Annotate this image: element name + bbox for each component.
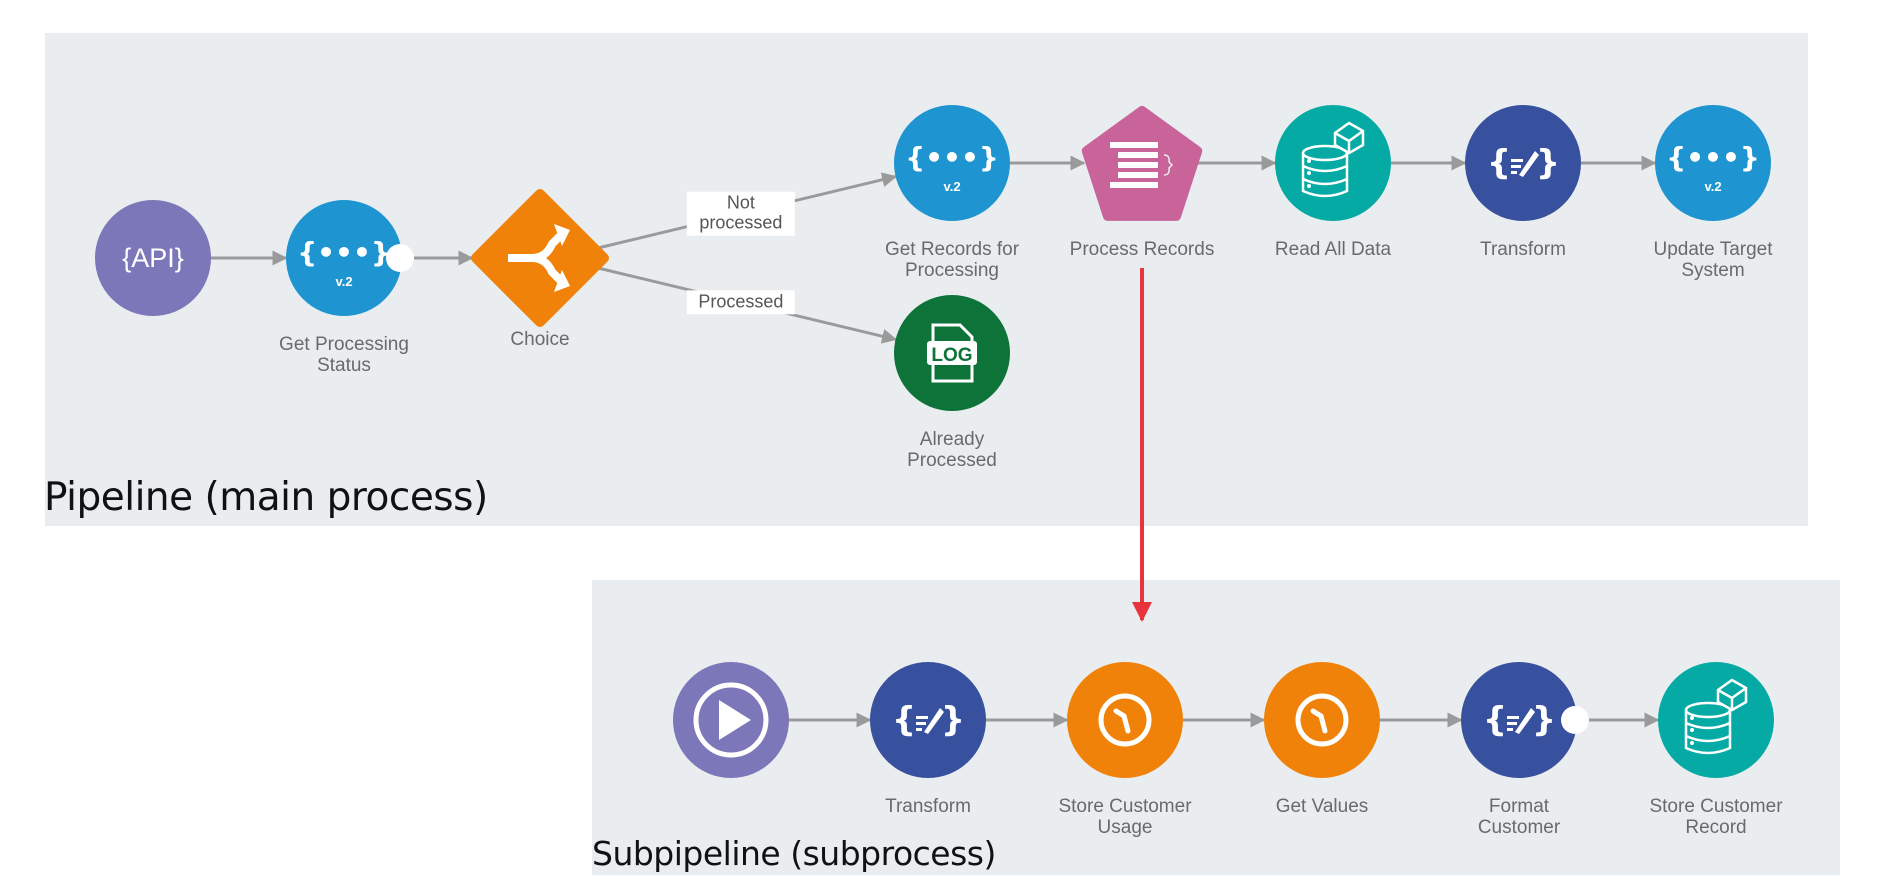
database-icon bbox=[1684, 678, 1748, 755]
edge-label: processed bbox=[699, 213, 782, 233]
node-label: Get Records for bbox=[885, 239, 1020, 260]
node-store-record[interactable] bbox=[1658, 662, 1774, 778]
node-label: Record bbox=[1685, 817, 1746, 838]
node-already-processed[interactable]: LOG bbox=[894, 295, 1010, 411]
mapper-icon: {} bbox=[1487, 143, 1560, 183]
node-label: Processed bbox=[907, 450, 997, 471]
read-all-data-shape[interactable] bbox=[1275, 105, 1391, 221]
update-target-shape[interactable] bbox=[1655, 105, 1771, 221]
subpipeline-title: Subpipeline (subprocess) bbox=[592, 834, 996, 873]
svg-text:}: } bbox=[1532, 700, 1556, 740]
node-label: Processing bbox=[905, 260, 999, 281]
store-record-shape[interactable] bbox=[1658, 662, 1774, 778]
svg-text:v.2: v.2 bbox=[943, 179, 960, 194]
rest-snap-icon: {•••} v.2 bbox=[1666, 141, 1760, 194]
rest-snap-icon: {•••} v.2 bbox=[297, 236, 391, 289]
edge-label-box bbox=[686, 290, 795, 315]
branch-icon bbox=[508, 224, 570, 292]
node-read-all-data[interactable] bbox=[1275, 105, 1391, 221]
node-label: Process Records bbox=[1070, 239, 1215, 260]
node-label: System bbox=[1681, 260, 1744, 281]
node-api[interactable]: {API} bbox=[95, 200, 211, 316]
node-choice[interactable] bbox=[471, 189, 609, 327]
node-get-values[interactable] bbox=[1264, 662, 1380, 778]
get-records-shape[interactable] bbox=[894, 105, 1010, 221]
node-label: Usage bbox=[1098, 817, 1153, 838]
node-format-customer[interactable]: {} bbox=[1461, 662, 1589, 778]
mapper-icon: {} bbox=[1483, 700, 1556, 740]
node-start[interactable] bbox=[673, 662, 789, 778]
sub-transform-shape[interactable] bbox=[870, 662, 986, 778]
node-label: Customer bbox=[1478, 817, 1561, 838]
node-get-records[interactable]: {•••} v.2 bbox=[894, 105, 1010, 221]
api-shape[interactable] bbox=[95, 200, 211, 316]
output-port[interactable] bbox=[386, 244, 414, 272]
svg-text:{: { bbox=[1487, 143, 1511, 183]
edge-label-box bbox=[686, 191, 795, 236]
node-sub-transform[interactable]: {} bbox=[870, 662, 986, 778]
edge-label: Processed bbox=[698, 291, 783, 311]
node-update-target[interactable]: {•••} v.2 bbox=[1655, 105, 1771, 221]
node-process-records[interactable] bbox=[1081, 106, 1203, 221]
main-pipeline-title: Pipeline (main process) bbox=[44, 475, 488, 520]
play-icon bbox=[693, 682, 769, 758]
format-customer-shape[interactable] bbox=[1461, 662, 1577, 778]
node-label: Store Customer bbox=[1649, 796, 1783, 817]
svg-text:}: } bbox=[941, 700, 965, 740]
clock-icon bbox=[1098, 693, 1152, 747]
node-store-usage[interactable] bbox=[1067, 662, 1183, 778]
log-file-icon: LOG bbox=[927, 323, 977, 383]
svg-text:{•••}: {•••} bbox=[297, 236, 391, 269]
node-transform[interactable]: {} bbox=[1465, 105, 1581, 221]
svg-text:v.2: v.2 bbox=[335, 274, 352, 289]
node-label: Transform bbox=[1480, 239, 1566, 260]
node-label: Store Customer bbox=[1058, 796, 1192, 817]
subpipeline-panel bbox=[592, 580, 1840, 875]
svg-text:{: { bbox=[892, 700, 916, 740]
svg-text:{API}: {API} bbox=[122, 243, 184, 273]
svg-text:{•••}: {•••} bbox=[1666, 141, 1760, 174]
node-label: Status bbox=[317, 355, 371, 376]
mapper-icon: {} bbox=[892, 700, 965, 740]
node-label: Format bbox=[1489, 796, 1550, 817]
svg-text:v.2: v.2 bbox=[1704, 179, 1721, 194]
node-get-processing-status[interactable]: {•••} v.2 bbox=[286, 200, 414, 316]
node-label: Choice bbox=[510, 329, 569, 350]
svg-text:{: { bbox=[1483, 700, 1507, 740]
node-label: Get Processing bbox=[279, 334, 409, 355]
get-processing-status-shape[interactable] bbox=[286, 200, 402, 316]
clock-icon bbox=[1295, 693, 1349, 747]
node-label: Already bbox=[920, 429, 985, 450]
node-label: Get Values bbox=[1276, 796, 1369, 817]
node-label: Transform bbox=[885, 796, 971, 817]
pipeline-execute-icon bbox=[1110, 142, 1174, 188]
transform-shape[interactable] bbox=[1465, 105, 1581, 221]
svg-text:LOG: LOG bbox=[931, 345, 972, 366]
rest-snap-icon: {•••} v.2 bbox=[905, 141, 999, 194]
output-port[interactable] bbox=[1561, 706, 1589, 734]
database-icon bbox=[1301, 121, 1365, 198]
node-label: Read All Data bbox=[1275, 239, 1392, 260]
svg-text:{•••}: {•••} bbox=[905, 141, 999, 174]
edge-label: Not bbox=[727, 193, 755, 213]
svg-text:}: } bbox=[1536, 143, 1560, 183]
node-label: Update Target bbox=[1653, 239, 1773, 260]
api-icon: {API} bbox=[122, 243, 184, 273]
